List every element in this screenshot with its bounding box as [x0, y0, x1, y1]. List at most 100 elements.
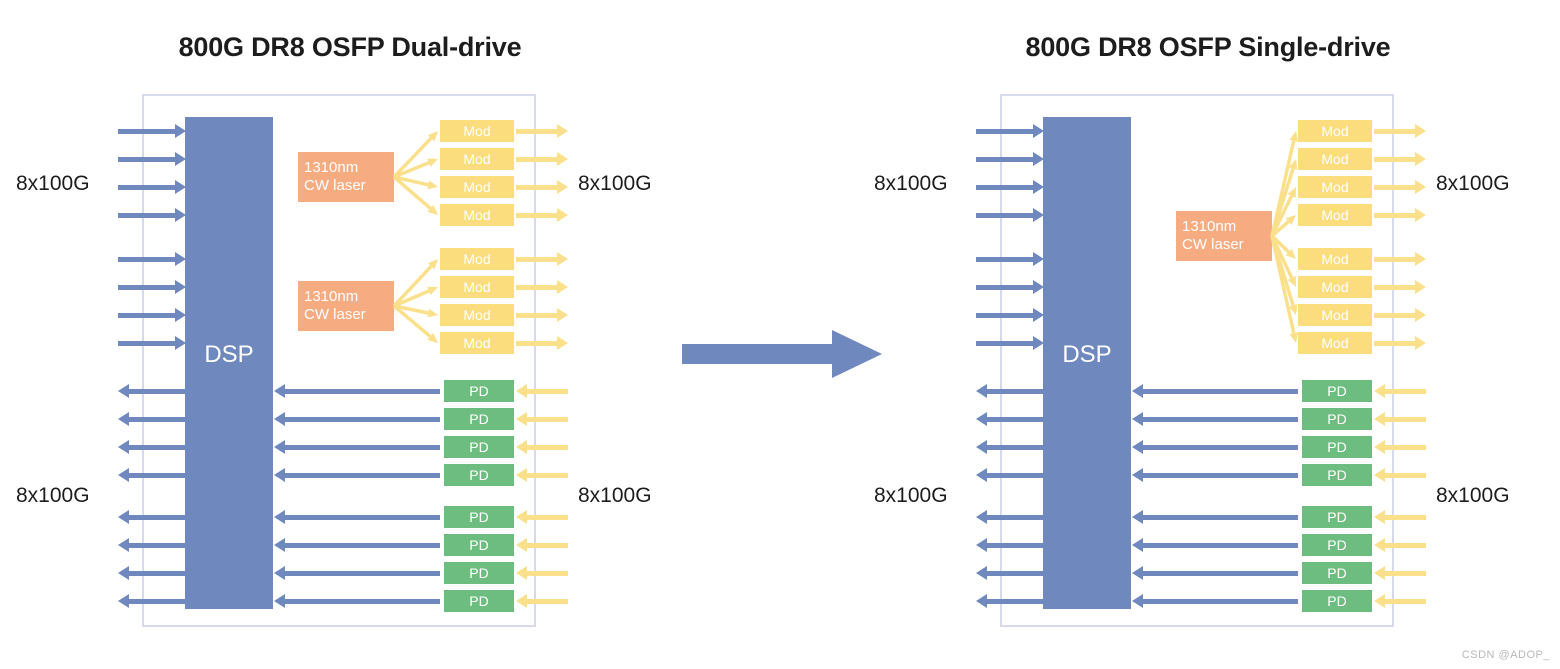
- arrow-head: [274, 510, 285, 524]
- arrow-head: [1374, 566, 1385, 580]
- pd-box: PD: [1302, 506, 1372, 528]
- arrow-shaft: [987, 570, 1044, 576]
- arrow-shaft: [516, 284, 557, 290]
- arrow-shaft: [527, 542, 568, 548]
- arrow-shaft: [987, 514, 1044, 520]
- pd-box: PD: [444, 506, 514, 528]
- laser-line-2: CW laser: [1182, 236, 1244, 253]
- label-rx-in: 8x100G: [578, 484, 652, 507]
- arrow-head: [175, 180, 186, 194]
- arrow-shaft: [516, 256, 557, 262]
- arrow-shaft: [987, 472, 1044, 478]
- arrow-shaft: [129, 514, 186, 520]
- arrow-head: [557, 152, 568, 166]
- arrow-shaft: [129, 444, 186, 450]
- arrow-head: [274, 538, 285, 552]
- arrow-head: [274, 566, 285, 580]
- arrow-shaft: [1385, 444, 1426, 450]
- mod-box: Mod: [1298, 304, 1372, 326]
- panel-title: 800G DR8 OSFP Dual-drive: [178, 32, 522, 62]
- arrow-shaft: [1385, 514, 1426, 520]
- arrow-head: [976, 594, 987, 608]
- arrow-shaft: [987, 598, 1044, 604]
- arrow-shaft: [1143, 444, 1298, 450]
- arrow-shaft: [976, 156, 1033, 162]
- arrow-shaft: [1374, 312, 1415, 318]
- mod-box: Mod: [1298, 332, 1372, 354]
- arrow-shaft: [285, 542, 440, 548]
- dsp-block: [185, 117, 273, 609]
- arrow-head: [118, 538, 129, 552]
- mod-box: Mod: [440, 276, 514, 298]
- arrow-head: [1132, 384, 1143, 398]
- pd-box: PD: [1302, 590, 1372, 612]
- arrow-shaft: [1143, 598, 1298, 604]
- arrow-head: [1415, 280, 1426, 294]
- arrow-head: [1033, 280, 1044, 294]
- arrow-shaft: [527, 514, 568, 520]
- arrow-shaft: [118, 156, 175, 162]
- pd-box: PD: [1302, 534, 1372, 556]
- arrow-head: [118, 566, 129, 580]
- arrow-shaft: [1143, 570, 1298, 576]
- arrow-head: [1033, 336, 1044, 350]
- arrow-shaft: [118, 284, 175, 290]
- mod-box: Mod: [440, 332, 514, 354]
- arrow-shaft: [516, 212, 557, 218]
- arrow-shaft: [987, 444, 1044, 450]
- arrow-head: [1374, 412, 1385, 426]
- arrow-shaft: [527, 570, 568, 576]
- arrow-head: [175, 280, 186, 294]
- arrow-head: [118, 594, 129, 608]
- arrow-shaft: [129, 416, 186, 422]
- arrow-head: [1132, 510, 1143, 524]
- mod-box: Mod: [1298, 176, 1372, 198]
- arrow-shaft: [285, 416, 440, 422]
- pd-box: PD: [1302, 464, 1372, 486]
- pd-box: PD: [444, 436, 514, 458]
- label-rx-out: 8x100G: [16, 484, 90, 507]
- panel-dual-drive: 800G DR8 OSFP Dual-drive DSP 8x100G 8x10…: [0, 0, 700, 669]
- mod-box: Mod: [440, 304, 514, 326]
- dsp-label: DSP: [1062, 341, 1112, 368]
- arrow-head: [557, 280, 568, 294]
- arrow-head: [1033, 180, 1044, 194]
- arrow-shaft: [527, 388, 568, 394]
- laser-line-1: 1310nm: [1182, 218, 1237, 235]
- arrow-head: [516, 440, 527, 454]
- pd-box: PD: [444, 408, 514, 430]
- mod-box: Mod: [440, 248, 514, 270]
- arrow-shaft: [1374, 284, 1415, 290]
- module-outline: [1000, 94, 1394, 627]
- arrow-head: [976, 538, 987, 552]
- arrow-shaft: [1374, 156, 1415, 162]
- arrow-head: [118, 510, 129, 524]
- pd-box: PD: [444, 562, 514, 584]
- arrow-head: [118, 440, 129, 454]
- arrow-head: [1374, 440, 1385, 454]
- arrow-head: [1374, 594, 1385, 608]
- arrow-head: [1033, 124, 1044, 138]
- arrow-head: [976, 412, 987, 426]
- arrow-shaft: [118, 256, 175, 262]
- arrow-shaft: [285, 514, 440, 520]
- arrow-head: [1415, 208, 1426, 222]
- evolution-arrow-icon: [682, 330, 882, 378]
- label-tx-out: 8x100G: [1436, 172, 1510, 195]
- arrow-head: [175, 308, 186, 322]
- arrow-shaft: [516, 340, 557, 346]
- arrow-head: [976, 468, 987, 482]
- arrow-shaft: [1385, 542, 1426, 548]
- arrow-head: [976, 440, 987, 454]
- arrow-shaft: [1143, 542, 1298, 548]
- pd-box: PD: [1302, 380, 1372, 402]
- arrow-shaft: [1143, 514, 1298, 520]
- arrow-shaft: [118, 184, 175, 190]
- laser-line-1: 1310nm: [304, 288, 359, 305]
- arrow-shaft: [1385, 570, 1426, 576]
- laser-line-1: 1310nm: [304, 159, 359, 176]
- arrow-head: [976, 566, 987, 580]
- label-tx-in: 8x100G: [874, 172, 948, 195]
